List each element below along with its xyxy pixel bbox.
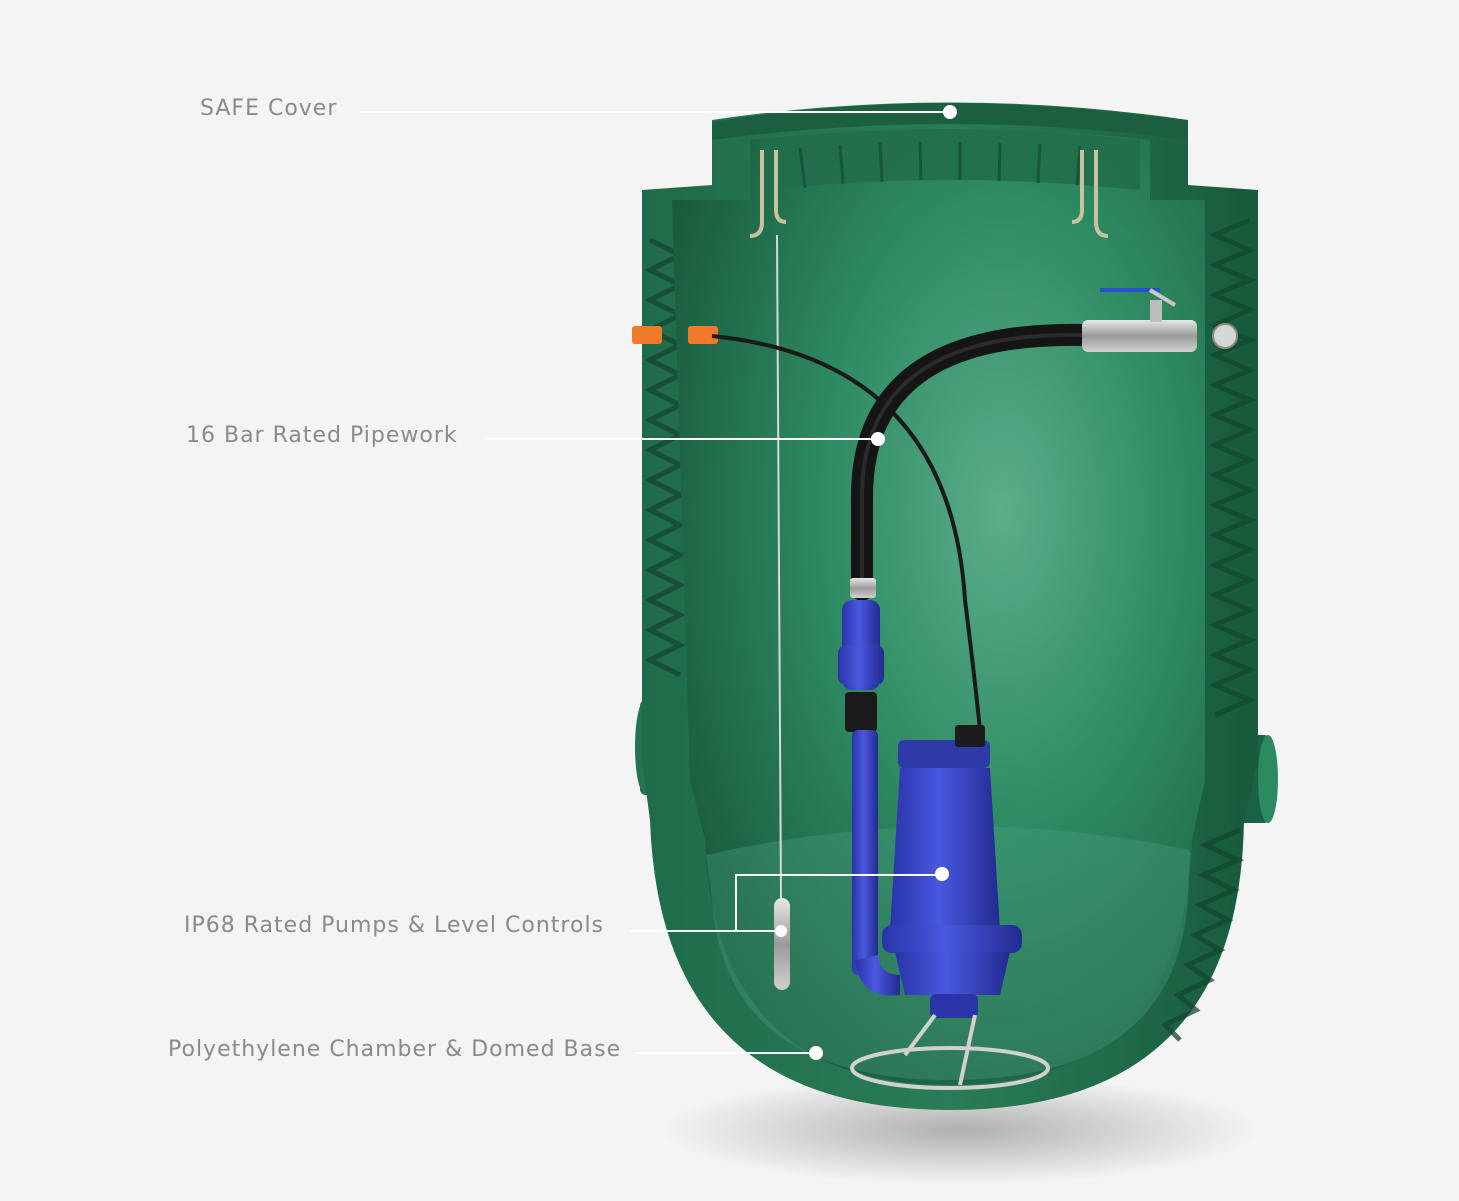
hose-coupling <box>850 578 876 598</box>
ground-shadow <box>660 1075 1260 1185</box>
callout-safe-cover: SAFE Cover <box>200 96 338 121</box>
chamber-inner-cavity <box>672 129 1205 1085</box>
level-control-float <box>774 898 790 990</box>
pump-power-cable <box>711 334 982 731</box>
cable-gland-orange <box>632 326 718 344</box>
callout-leaders <box>360 111 950 1054</box>
chamber-wall-ribs <box>644 217 1257 1042</box>
lifting-hooks <box>749 150 1109 238</box>
hose-highlight <box>859 332 1086 590</box>
callout-dots <box>775 105 957 1060</box>
submersible-pump <box>882 725 1022 1018</box>
callout-pumps-level-controls: IP68 Rated Pumps & Level Controls <box>184 913 605 938</box>
pump-stand <box>850 1013 1050 1090</box>
gate-valve <box>1082 288 1238 352</box>
discharge-pipe <box>838 600 900 996</box>
callout-chamber-base: Polyethylene Chamber & Domed Base <box>168 1037 622 1062</box>
callout-pipework: 16 Bar Rated Pipework <box>186 423 458 448</box>
